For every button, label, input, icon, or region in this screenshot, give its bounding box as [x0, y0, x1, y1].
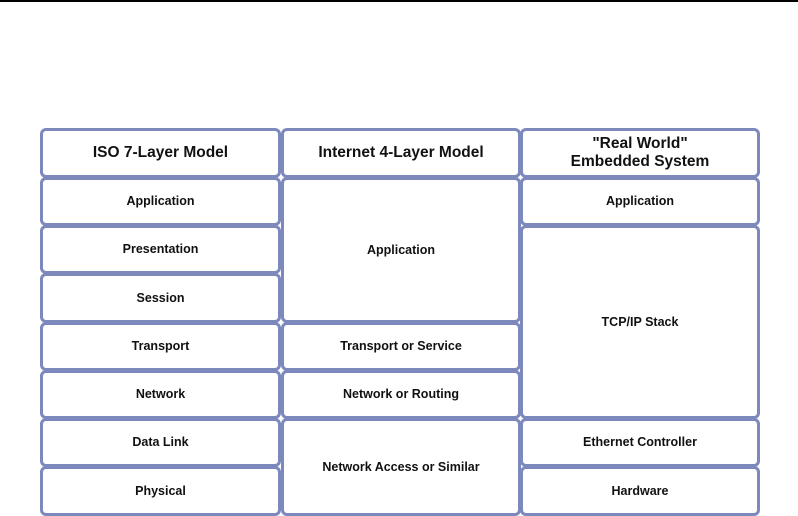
- iso-header: ISO 7-Layer Model: [40, 128, 281, 178]
- embedded-layer-hardware: Hardware: [520, 466, 760, 516]
- internet-layer-application: Application: [281, 177, 521, 323]
- iso-layer-physical: Physical: [40, 466, 281, 516]
- top-rule: [0, 0, 798, 2]
- internet-layer-network: Network or Routing: [281, 370, 521, 419]
- iso-layer-presentation: Presentation: [40, 225, 281, 274]
- embedded-layer-application: Application: [520, 177, 760, 226]
- iso-layer-session: Session: [40, 273, 281, 323]
- iso-layer-transport: Transport: [40, 322, 281, 371]
- internet-layer-network-access: Network Access or Similar: [281, 418, 521, 516]
- iso-layer-data-link: Data Link: [40, 418, 281, 467]
- embedded-layer-ethernet-controller: Ethernet Controller: [520, 418, 760, 467]
- iso-layer-application: Application: [40, 177, 281, 226]
- internet-layer-transport: Transport or Service: [281, 322, 521, 371]
- iso-layer-network: Network: [40, 370, 281, 419]
- embedded-layer-tcpip-stack: TCP/IP Stack: [520, 225, 760, 419]
- internet-header: Internet 4-Layer Model: [281, 128, 521, 178]
- embedded-header: "Real World" Embedded System: [520, 128, 760, 178]
